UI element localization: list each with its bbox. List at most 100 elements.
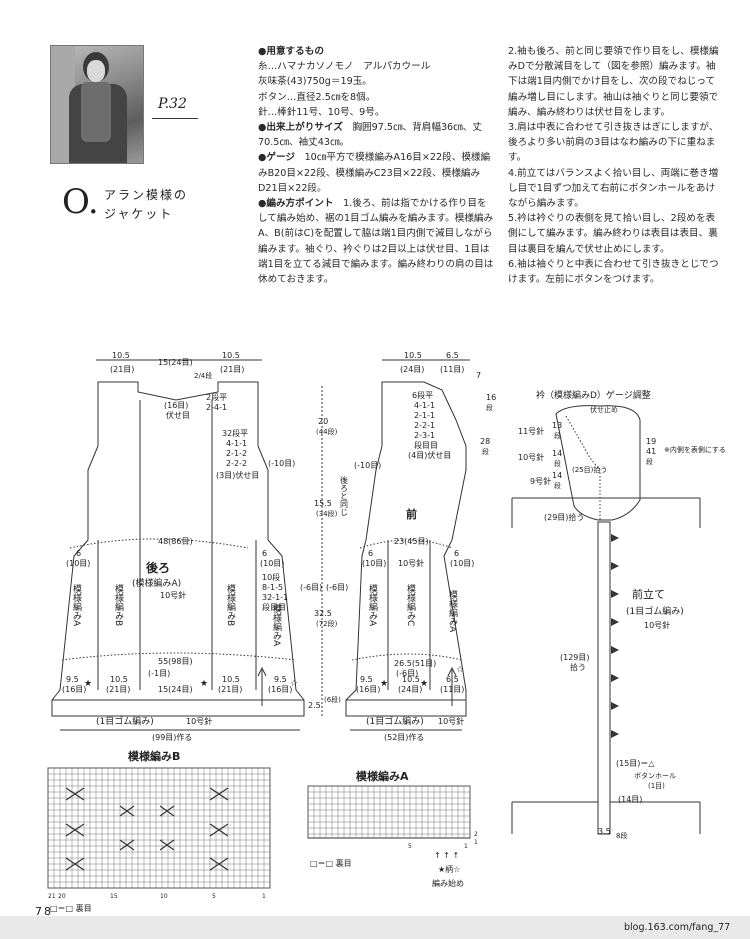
size-heading: ●出来上がりサイズ xyxy=(258,122,343,134)
point-step: 2.袖も後ろ、前と同じ要領で作り目をし、模様編みDで分散減目をして（図を参照）編… xyxy=(508,46,719,118)
collar-pick: 段 xyxy=(554,459,561,468)
collar-pickup2: (29目)拾う xyxy=(544,512,584,522)
front-outline xyxy=(345,381,467,717)
collar-pick: 9号針 xyxy=(530,476,551,486)
back-side-dec: 32-1-1 xyxy=(262,593,288,602)
chart-b-legend: □＝□ 裏目 xyxy=(50,903,92,913)
collar-pick: 段 xyxy=(554,431,561,440)
back-chest: 48(86目) xyxy=(158,537,193,546)
front-rib: (1目ゴム編み) xyxy=(366,715,424,727)
front-panel-label: 模様編みA xyxy=(367,584,378,627)
point-step: 3.肩は中表に合わせて引き抜きはぎにしますが、後ろより多い前肩の3目はなわ編みの… xyxy=(508,122,719,164)
front-shoulder: 28 xyxy=(480,437,490,446)
front-top-rows: (24目) xyxy=(400,365,424,374)
band-buttonhole: (1目) xyxy=(648,782,665,790)
back-side-mark: (10目) xyxy=(66,559,90,568)
front-shoulder-side: 7 xyxy=(476,371,481,380)
band-sub: (1目ゴム編み) xyxy=(626,605,684,617)
front-bottom-rows: (24目) xyxy=(398,685,422,694)
front-neck-dec: 2-2-1 xyxy=(414,421,435,430)
front-hem: 26.5(51目) xyxy=(394,659,436,668)
vdim: 15.5 xyxy=(314,499,332,508)
back-bottom-seg: 10.5 xyxy=(110,675,128,684)
star-mark: ★ xyxy=(380,679,388,689)
page-number: 78 xyxy=(35,905,53,918)
front-band-outline xyxy=(597,521,611,835)
collar-title: 衿（模様編みD）ゲージ調整 xyxy=(536,389,651,401)
back-neck: (16目) xyxy=(164,401,188,410)
front-top-width: 6.5 xyxy=(446,351,459,360)
chart-a-rownum: 2 xyxy=(474,831,478,838)
star-mark: ☆ xyxy=(290,679,298,689)
back-side-dec: 10段 xyxy=(262,572,280,582)
collar-outline xyxy=(555,405,641,521)
band-pick: 拾う xyxy=(570,662,586,672)
back-bottom-seg: 9.5 xyxy=(66,675,79,684)
star-mark: ★ xyxy=(420,679,428,689)
band-title: 前立て xyxy=(632,587,665,601)
back-bottom-seg: 10.5 xyxy=(222,675,240,684)
vdim-rows: (34段) xyxy=(316,509,338,518)
front-neck-dec: 段目目 xyxy=(414,440,438,450)
item-letter: O. xyxy=(62,182,99,222)
star-mark: ★ xyxy=(84,679,92,689)
back-neck-dec: 2-4-1 xyxy=(206,403,227,412)
chart-a-title: 模様編みA xyxy=(356,769,409,783)
chart-b-colnum: 20 xyxy=(58,893,66,900)
back-top-rows: (21目) xyxy=(220,365,244,374)
front-side-mark: 6 xyxy=(454,549,459,558)
back-side-dec: 段目目 xyxy=(262,602,286,612)
point-step: 4.前立てはバランスよく拾い目し、両端に巻き増し目で1目ずつ加えて右前にボタンホ… xyxy=(508,167,719,210)
instructions-column-1: ●用意するもの 糸…ハマナカソノモノ アルパカウール 灰味茶(43)750g＝1… xyxy=(258,44,494,287)
back-neck-dec: 2段平 xyxy=(206,392,227,402)
chart-b-colnum: 15 xyxy=(110,893,118,900)
back-arm-dec: 2-2-2 xyxy=(226,459,247,468)
front-side-mark: 6 xyxy=(368,549,373,558)
chart-a-colnum: 5 xyxy=(408,843,412,850)
buttonhole-mark xyxy=(611,562,619,570)
band-bottom-dim: 8段 xyxy=(616,831,627,840)
vdim-rows: (6段) xyxy=(324,695,341,704)
front-needle: 10号針 xyxy=(398,558,424,568)
back-bottom-rows: (21目) xyxy=(218,685,242,694)
chart-a-start-label: 編み始め xyxy=(432,878,464,888)
collar-note: ※内側を表側にする xyxy=(664,445,726,454)
size-text: 胸囲97.5㎝、背肩幅36㎝、丈70.5㎝、袖丈43㎝。 xyxy=(258,122,482,149)
collar-pick: 13 xyxy=(552,421,562,430)
materials-line: ボタン…直径2.5㎝を8個。 xyxy=(258,91,376,103)
back-label: 後ろ xyxy=(146,560,170,575)
front-neck-dec: 6段平 xyxy=(412,390,433,400)
back-top-width: 10.5 xyxy=(112,351,130,360)
back-cast-on: (99目)作る xyxy=(152,732,192,742)
front-bottom-rows: (11目) xyxy=(440,685,464,694)
chart-a-legend: □＝□ 裏目 xyxy=(310,858,352,868)
collar-pick: 14 xyxy=(552,471,562,480)
materials-line: 針…棒針11号、10号、9号。 xyxy=(258,106,385,118)
back-arm-dec: 32段平 xyxy=(222,428,248,438)
collar-pickup: (25目)拾う xyxy=(572,465,607,474)
band-needle: 10号針 xyxy=(644,620,670,630)
buttonhole-mark xyxy=(611,590,619,598)
front-neck-dec: 4-1-1 xyxy=(414,401,435,410)
front-shoulder: 16 xyxy=(486,393,496,402)
back-side-mark: 6 xyxy=(262,549,267,558)
band-bottom-dim: 3.5 xyxy=(598,827,611,836)
chart-a-start: ★柄☆ xyxy=(438,864,460,874)
buttonhole-mark xyxy=(611,618,619,626)
back-top-width: 15(24目) xyxy=(158,358,193,367)
chart-b-colnum: 1 xyxy=(262,893,266,900)
buttonhole-mark xyxy=(611,730,619,738)
front-top-width: 10.5 xyxy=(404,351,422,360)
back-arm-dec: (3目)伏せ目 xyxy=(216,470,259,480)
side-note: 後ろと同じ xyxy=(340,475,349,516)
back-side-mark: 6 xyxy=(76,549,81,558)
buttonhole-mark xyxy=(611,646,619,654)
back-hem-inc: (-1目) xyxy=(148,669,170,678)
front-neck-dec: (4目)伏せ目 xyxy=(408,450,451,460)
star-mark: ★ xyxy=(200,679,208,689)
vdim: 32.5 xyxy=(314,609,332,618)
vdim: 20 xyxy=(318,417,328,426)
front-rib-needle: 10号針 xyxy=(438,716,464,726)
front-arm-side: (-10目) xyxy=(354,461,381,470)
collar-right: 19 xyxy=(646,437,656,446)
